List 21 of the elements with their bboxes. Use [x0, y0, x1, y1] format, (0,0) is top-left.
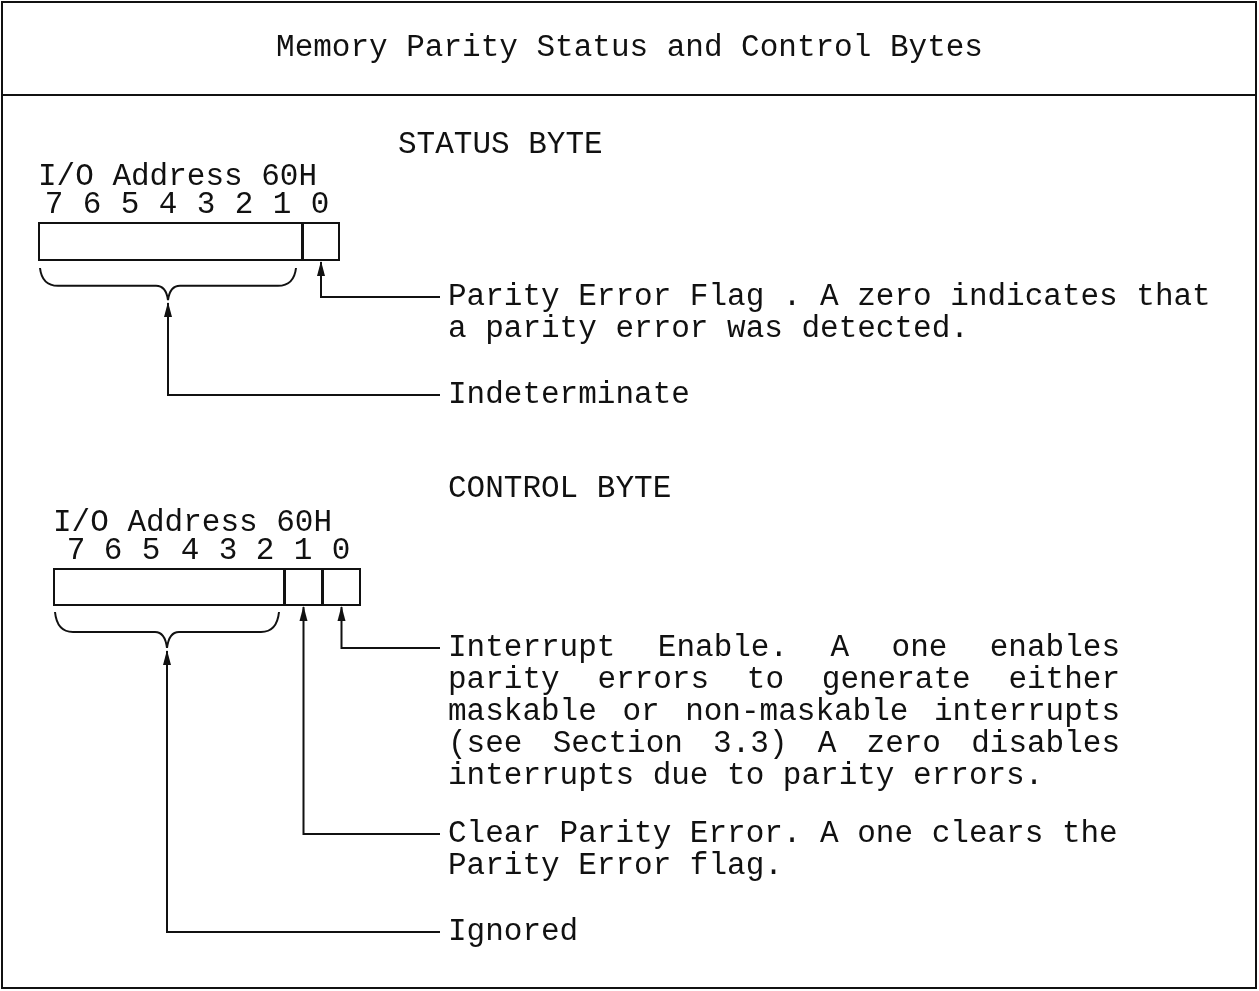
section-heading: CONTROL BYTE: [448, 473, 672, 505]
description-text: Parity Error Flag . A zero indicates that a parity error was detected.: [448, 281, 1212, 345]
bit-field-cell: [284, 568, 323, 606]
bit-field-cell: [322, 568, 361, 606]
leader-arrow: [337, 606, 441, 649]
bit-field-cell: [302, 222, 340, 261]
bit-number: 0: [331, 535, 351, 567]
description-text: Interrupt Enable. A one enables parity errors to generate either maskable or non-maskable interrupts (see Section 3.3) A zero disables interrupts due to parity errors.: [448, 632, 1120, 792]
description-text: Clear Parity Error. A one clears the Parity Error flag.: [448, 818, 1119, 882]
bit-field-cell: [38, 222, 303, 261]
leader-arrow: [317, 261, 441, 298]
brace: [38, 266, 298, 302]
title: Memory Parity Status and Control Bytes: [275, 32, 984, 64]
leader-arrow: [163, 650, 441, 933]
description-text: Indeterminate: [448, 379, 691, 411]
description-text: Ignored: [448, 916, 580, 948]
leader-arrow: [299, 606, 441, 835]
section-heading: STATUS BYTE: [398, 129, 603, 161]
brace: [53, 610, 281, 650]
bit-field-cell: [53, 568, 285, 606]
leader-arrow: [164, 302, 441, 396]
